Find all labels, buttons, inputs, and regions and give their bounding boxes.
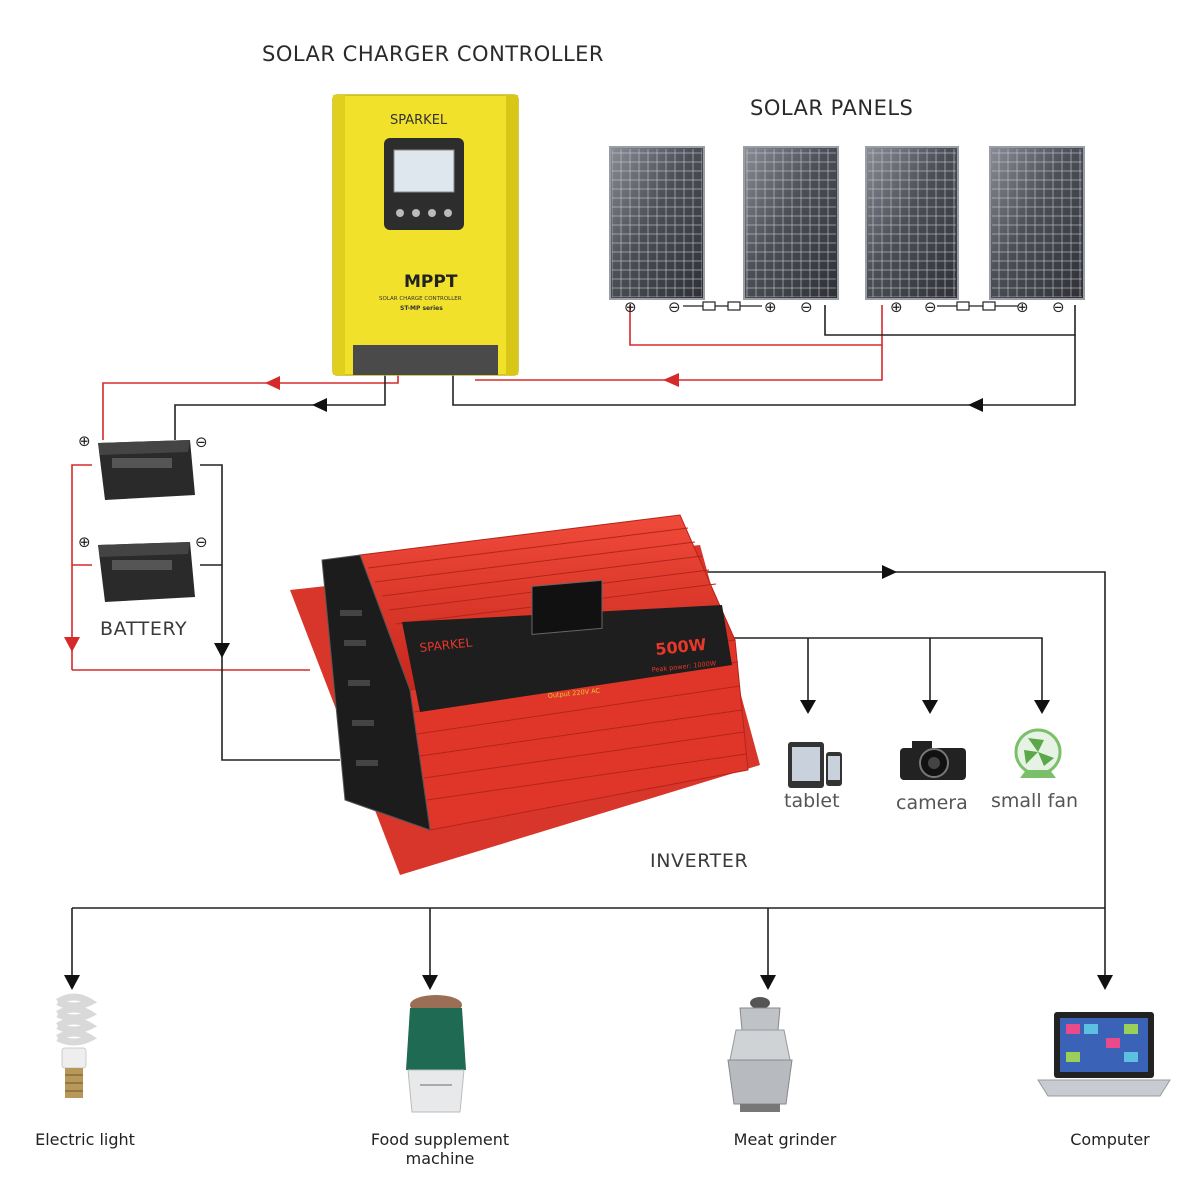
- battery-label: BATTERY: [100, 618, 188, 640]
- panels-title: SOLAR PANELS: [750, 96, 914, 120]
- appliance-label-electric-light: Electric light: [35, 1130, 135, 1149]
- solar-panel: [865, 146, 959, 300]
- solar-panel: [989, 146, 1085, 300]
- arrowheads: [64, 373, 1113, 990]
- terminal-positive: ⊕: [624, 298, 637, 316]
- controller-model: MPPT: [404, 272, 458, 292]
- battery: [98, 542, 195, 602]
- controller-title: SOLAR CHARGER CONTROLLER: [262, 42, 605, 66]
- terminal-positive: ⊕: [1016, 298, 1029, 316]
- terminal-positive: ⊕: [78, 432, 91, 450]
- terminal-negative: ⊖: [1052, 298, 1065, 316]
- device-label-tablet: tablet: [784, 790, 840, 812]
- battery-bank: ⊕ ⊖ ⊕ ⊖: [78, 432, 208, 602]
- terminal-negative: ⊖: [195, 533, 208, 551]
- inverter-label: INVERTER: [650, 850, 749, 872]
- tablet-icon: [788, 742, 842, 788]
- terminal-negative: ⊖: [924, 298, 937, 316]
- appliance-label-food-machine: Food supplement machine: [370, 1130, 510, 1168]
- food-machine-icon: [406, 995, 466, 1113]
- device-label-small-fan: small fan: [991, 790, 1079, 812]
- inverter-brand: SPARKEL: [419, 636, 473, 655]
- terminal-positive: ⊕: [764, 298, 777, 316]
- terminal-negative: ⊖: [800, 298, 813, 316]
- solar-panels: ⊕ ⊖ ⊕ ⊖ ⊕ ⊖ ⊕ ⊖: [609, 146, 1085, 316]
- inverter: SPARKEL 500W Peak power: 1000W Output 22…: [290, 514, 760, 875]
- terminal-negative: ⊖: [195, 433, 208, 451]
- charge-controller: SPARKEL MPPT SOLAR CHARGE CONTROLLER ST-…: [332, 94, 519, 376]
- battery: [98, 440, 195, 500]
- camera-icon: [900, 741, 966, 780]
- terminal-positive: ⊕: [78, 533, 91, 551]
- device-label-camera: camera: [896, 792, 968, 814]
- controller-series: ST-MP series: [400, 305, 443, 312]
- light-bulb-icon: [56, 993, 98, 1098]
- appliance-label-computer: Computer: [1070, 1130, 1150, 1149]
- wires: [71, 305, 1106, 975]
- terminal-positive: ⊕: [890, 298, 903, 316]
- meat-grinder-icon: [727, 997, 793, 1112]
- terminal-negative: ⊖: [668, 298, 681, 316]
- solar-panel: [609, 146, 705, 300]
- solar-panel: [743, 146, 839, 300]
- laptop-icon: [1037, 1012, 1171, 1097]
- fan-icon: [1014, 728, 1062, 778]
- controller-subtitle: SOLAR CHARGE CONTROLLER: [379, 296, 462, 302]
- appliance-label-meat-grinder: Meat grinder: [733, 1130, 837, 1149]
- controller-brand: SPARKEL: [390, 113, 448, 128]
